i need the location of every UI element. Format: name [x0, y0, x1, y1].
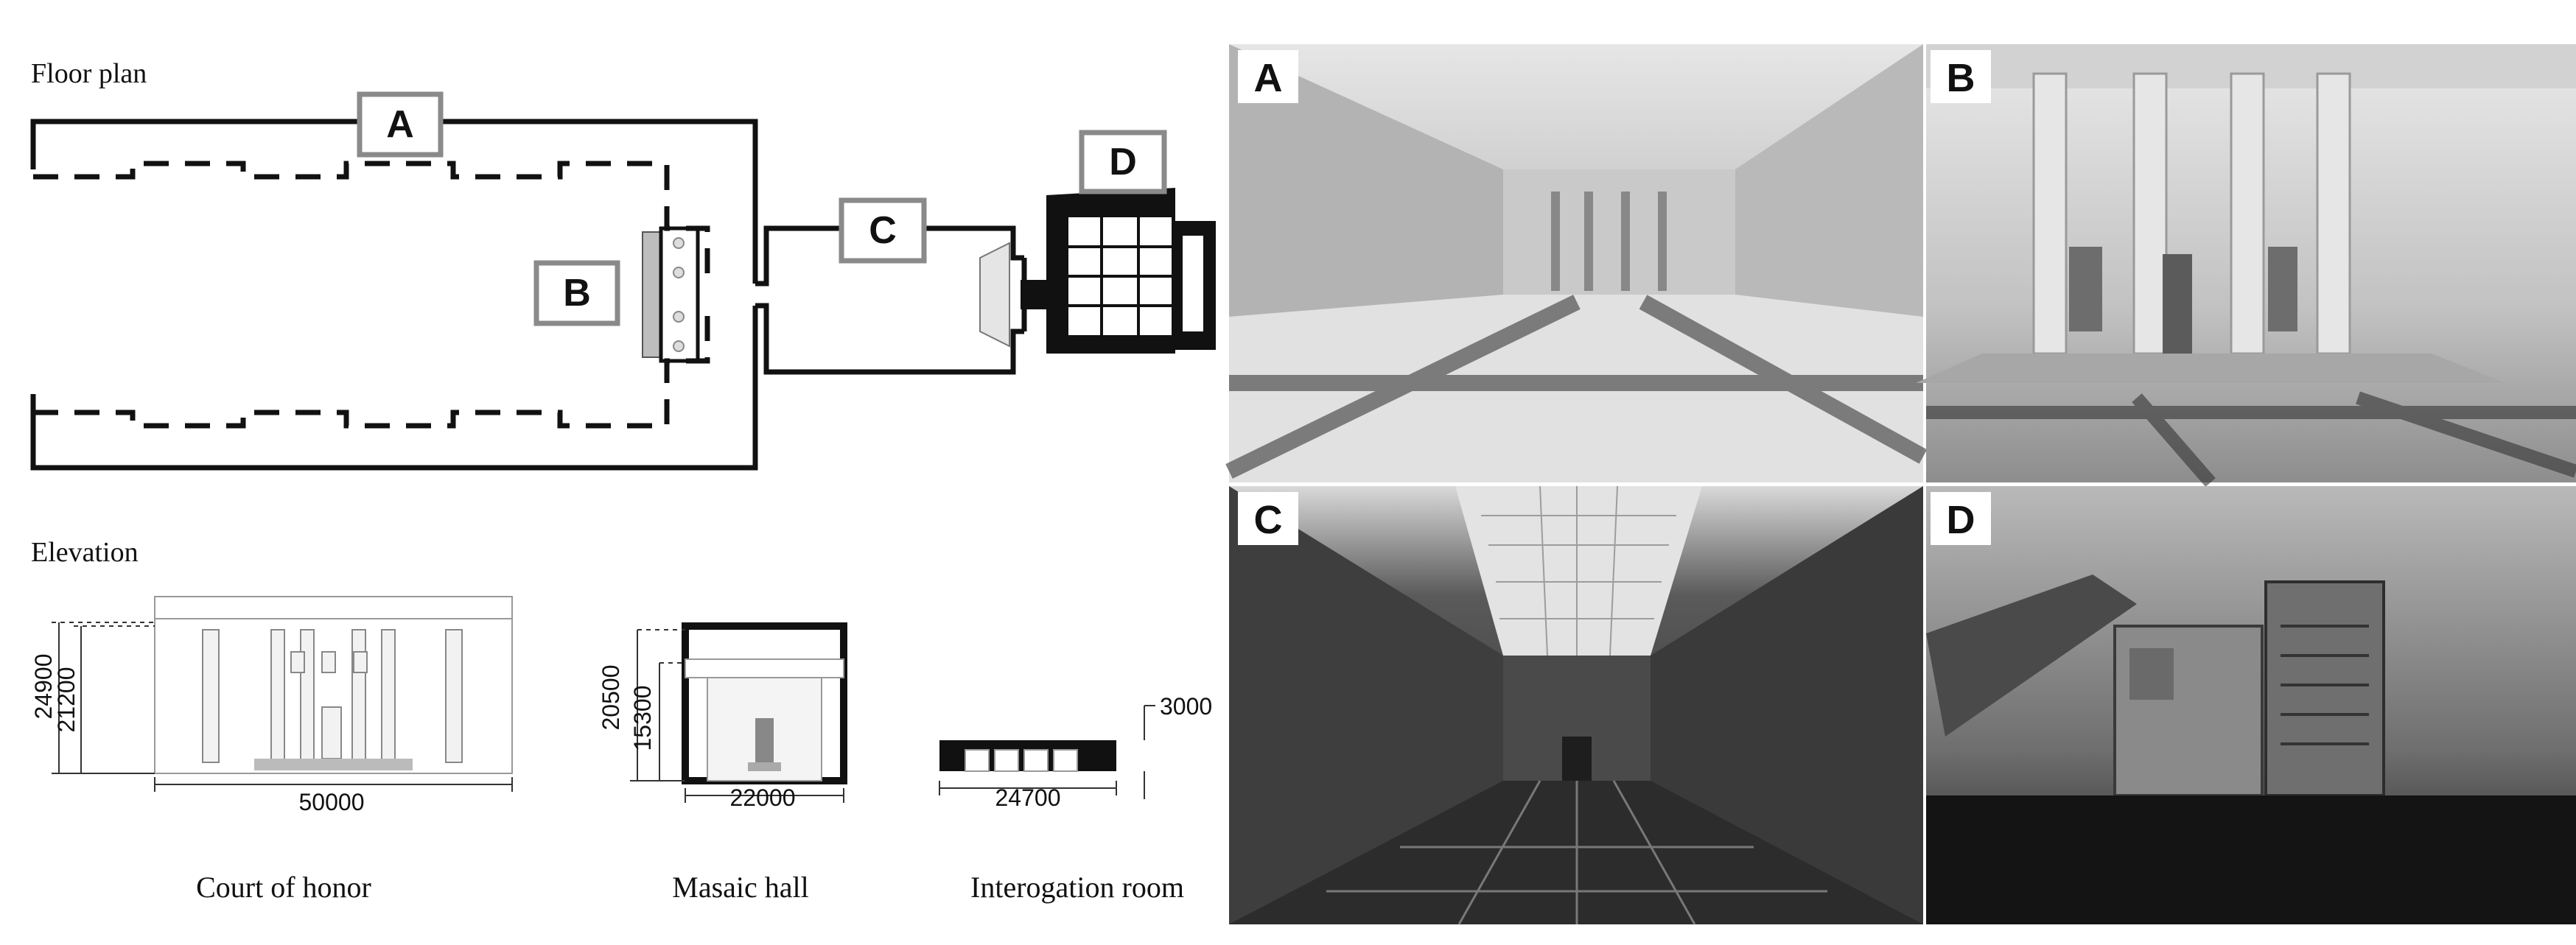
photo-d: D — [1926, 486, 2576, 924]
photo-b: B — [1916, 44, 2576, 487]
interrogation-dim-height: 3000 — [1160, 693, 1212, 720]
elevation-interrogation: 3000 24700 Interogation room — [939, 693, 1212, 904]
plan-interrogation-block — [1021, 188, 1216, 354]
plan-label-a-text: A — [386, 103, 414, 146]
floor-plan: Floor plan — [30, 58, 1216, 471]
elevation-title: Elevation — [31, 537, 139, 568]
photo-c-label: C — [1254, 498, 1283, 542]
mosaic-dim-height-inner: 15300 — [629, 686, 656, 751]
elevation: Elevation — [30, 537, 1212, 904]
mosaic-dim-height-outer: 20500 — [598, 665, 624, 731]
mosaic-caption: Masaic hall — [672, 871, 809, 904]
photo-b-label: B — [1947, 56, 1975, 100]
plan-label-c-text: C — [869, 209, 897, 252]
court-dim-width: 50000 — [299, 789, 365, 815]
plan-label-c: C — [839, 197, 927, 264]
plan-label-b-text: B — [563, 272, 591, 315]
elevation-mosaic: 20500 15300 22000 Masaic hall — [598, 622, 847, 904]
plan-label-d-text: D — [1109, 141, 1137, 183]
photo-a: A — [1225, 44, 1928, 482]
photo-grid: A B — [1225, 44, 2576, 925]
court-caption: Court of honor — [196, 871, 371, 904]
court-dim-height-outer: 24900 — [30, 654, 57, 720]
mosaic-dim-width: 22000 — [730, 784, 796, 811]
court-dim-height-inner: 21200 — [53, 667, 80, 733]
interrogation-dim-width: 24700 — [995, 784, 1061, 811]
elevation-court: 24900 21200 50000 Court of honor — [30, 596, 513, 904]
plan-label-a: A — [357, 91, 444, 158]
photo-d-label: D — [1947, 498, 1975, 542]
plan-label-b: B — [533, 260, 620, 326]
interrogation-caption: Interogation room — [970, 871, 1184, 904]
photo-a-label: A — [1254, 56, 1283, 100]
floor-plan-title: Floor plan — [31, 58, 147, 89]
plan-label-d: D — [1079, 130, 1167, 194]
plan-entrance-portico — [642, 226, 700, 363]
photo-c: C — [1229, 485, 1923, 925]
